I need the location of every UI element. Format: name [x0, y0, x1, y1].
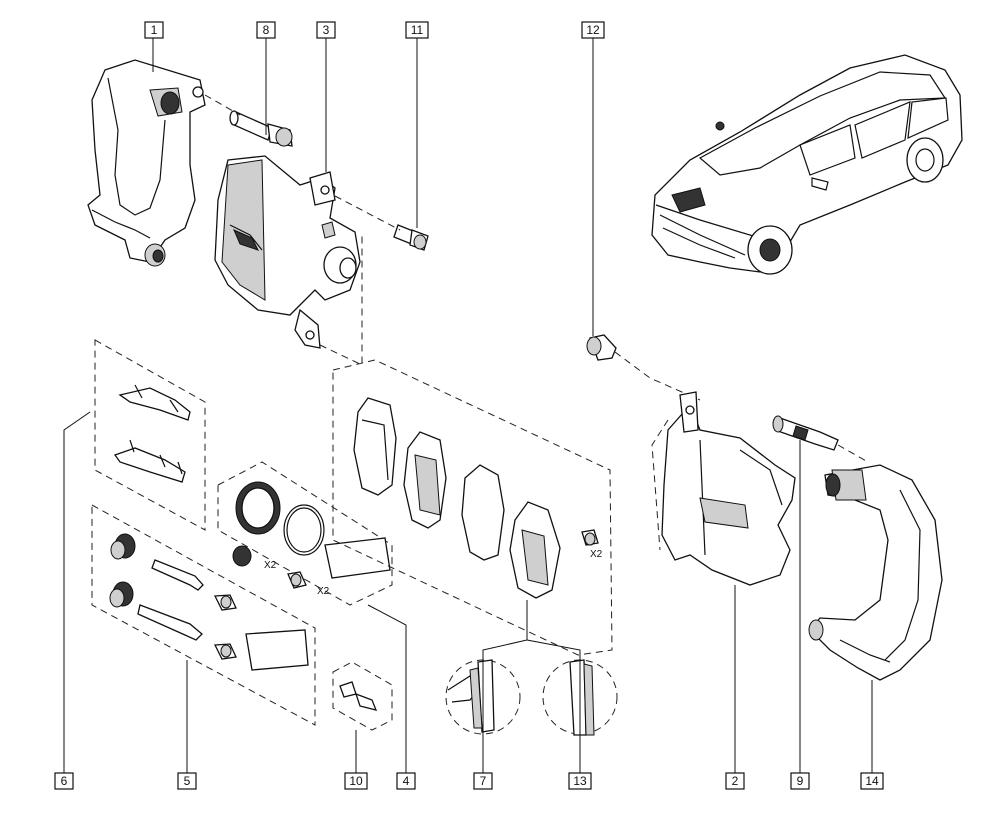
svg-text:9: 9 [797, 774, 804, 788]
callout-13: 13 [568, 772, 592, 790]
callout-12: 12 [581, 21, 605, 39]
kit-5-guide-pin-set [91, 504, 316, 726]
callout-4: 4 [396, 772, 416, 790]
callout-11: 11 [405, 21, 429, 39]
kit-4-brake-pads: X2 [332, 359, 613, 656]
kit-10-bleed-screw-set [332, 661, 393, 731]
part-3-caliper [214, 155, 361, 349]
svg-text:13: 13 [573, 774, 587, 788]
align-line-1-8 [204, 94, 241, 116]
part-2-caliper [661, 391, 796, 586]
callout-2: 2 [725, 772, 745, 790]
align-line-9-14 [837, 444, 869, 463]
svg-text:1: 1 [151, 23, 158, 37]
svg-text:7: 7 [480, 774, 487, 788]
svg-text:8: 8 [263, 23, 270, 37]
svg-text:11: 11 [411, 23, 424, 37]
svg-text:3: 3 [323, 23, 330, 37]
svg-text:4: 4 [403, 774, 410, 788]
callout-8: 8 [256, 21, 276, 39]
svg-text:14: 14 [865, 774, 879, 788]
callout-1: 1 [144, 21, 164, 39]
align-line-12-2 [614, 351, 701, 401]
seal-qty-note: X2 [264, 560, 277, 571]
svg-text:10: 10 [349, 774, 363, 788]
vehicle-illustration [651, 54, 963, 275]
detail-13-pad-wear-indicator [542, 659, 618, 736]
part-12-bolt [586, 334, 617, 361]
align-line-2-left [651, 419, 669, 551]
callout-3: 3 [316, 21, 336, 39]
part-1-caliper-carrier [87, 59, 206, 267]
align-line-3-lower [319, 232, 363, 366]
bolt-qty-note: X2 [317, 586, 330, 597]
part-14-caliper-carrier [808, 464, 943, 681]
align-line-3-11 [334, 195, 401, 231]
svg-text:2: 2 [732, 774, 739, 788]
pad-screw-qty-note: X2 [590, 549, 603, 560]
svg-text:6: 6 [61, 774, 68, 788]
seal-kit-group: X2 X2 [217, 461, 393, 606]
callout-9: 9 [790, 772, 810, 790]
kit-6-clip-set [94, 339, 206, 531]
callout-7: 7 [473, 772, 493, 790]
svg-text:12: 12 [586, 23, 600, 37]
leader-lines [63, 38, 873, 773]
callout-14: 14 [860, 772, 884, 790]
svg-text:5: 5 [184, 774, 191, 788]
part-8-carrier-bolt [229, 110, 293, 147]
callout-5: 5 [177, 772, 197, 790]
part-9-guide-pin [772, 415, 839, 451]
callout-6: 6 [54, 772, 74, 790]
part-11-guide-bolt [393, 224, 429, 251]
callout-10: 10 [344, 772, 368, 790]
